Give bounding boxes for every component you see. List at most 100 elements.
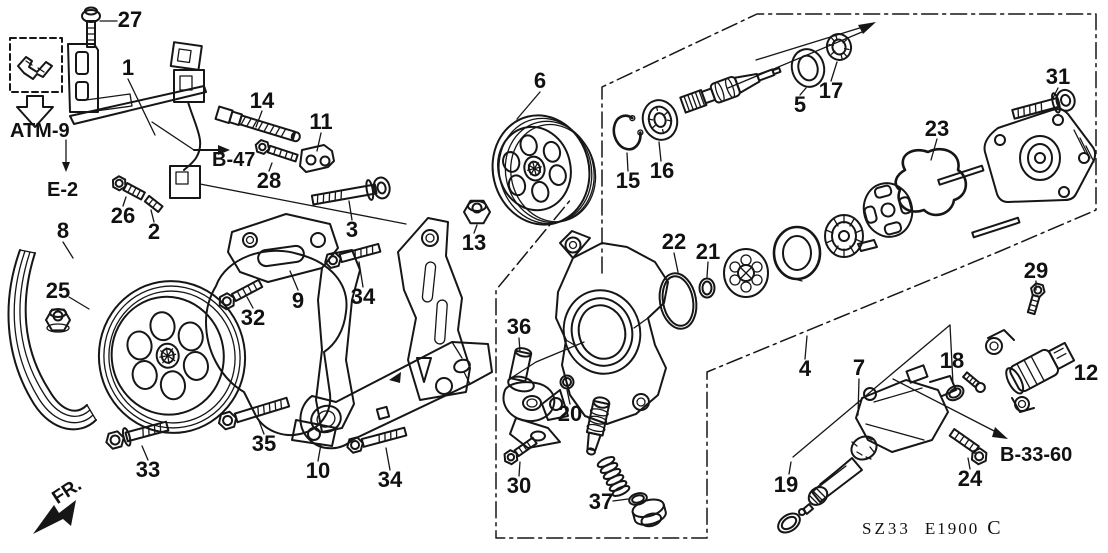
part-label-23: 23 [924, 116, 950, 141]
bolt-32 [217, 277, 264, 311]
pulley-6 [481, 104, 606, 235]
part-label-8: 8 [56, 218, 70, 243]
part-label-3: 3 [345, 217, 359, 242]
vane-rotor [825, 215, 863, 257]
bolt-35 [217, 395, 290, 431]
b47-arrow-icon [152, 122, 230, 155]
bolt-34-lower [346, 425, 408, 454]
leader-lines [63, 21, 1058, 501]
part-label-34: 34 [377, 467, 403, 492]
part-label-9: 9 [291, 288, 305, 313]
bolt-26 [110, 175, 146, 202]
bolt-33 [104, 417, 170, 451]
ref-code-atm-9: ATM-9 [10, 120, 70, 142]
harness-stay-1 [68, 44, 206, 124]
assembly-arrow-icon [728, 22, 876, 88]
side-bracket [389, 218, 470, 400]
ref-code-b-47: B-47 [212, 149, 256, 171]
part-label-10: 10 [305, 458, 331, 483]
part-label-33: 33 [135, 457, 161, 482]
speed-sensor-7 [799, 365, 956, 515]
o-ring-18 [944, 383, 966, 403]
part-label-29: 29 [1023, 258, 1049, 283]
valve-spring [596, 455, 630, 498]
nut-13 [464, 201, 490, 224]
part-label-25: 25 [45, 278, 71, 303]
part-label-28: 28 [256, 168, 282, 193]
o-ring-22 [655, 270, 700, 331]
inlet-joint-36 [504, 342, 584, 448]
part-label-16: 16 [649, 158, 675, 183]
e2-down-arrow-icon [62, 140, 70, 172]
part-label-19: 19 [773, 472, 799, 497]
bolt-3 [311, 176, 391, 210]
diagram-code: SZ33 E1900 C [862, 517, 1002, 540]
o-ring-20 [561, 376, 574, 389]
ref-code-e-2: E-2 [47, 179, 79, 201]
rotor-plate [724, 249, 768, 297]
fr-arrow-icon [33, 500, 76, 534]
vss-sensor-12 [986, 330, 1076, 412]
o-ring-19 [775, 510, 804, 537]
diagram-code-revision: C [987, 517, 1002, 539]
part-label-15: 15 [615, 168, 641, 193]
side-plate [858, 178, 918, 243]
mount-screw [962, 371, 987, 394]
part-label-7: 7 [852, 355, 866, 380]
diagram-code-model: SZ33 [862, 519, 911, 538]
bolt-31 [1011, 88, 1077, 125]
part-label-5: 5 [793, 92, 807, 117]
part-label-4: 4 [798, 356, 812, 381]
part-label-34: 34 [350, 284, 376, 309]
bolt-34-upper [323, 241, 381, 269]
nut-25 [46, 309, 70, 332]
part-label-22: 22 [661, 229, 687, 254]
bolt-29 [1024, 282, 1046, 315]
bolt-28 [254, 139, 299, 164]
part-label-6: 6 [533, 68, 547, 93]
part-label-18: 18 [939, 348, 965, 373]
valve-cap [631, 496, 669, 529]
bolt-27 [82, 8, 100, 48]
snap-ring-15 [610, 112, 646, 152]
part-label-12: 12 [1073, 360, 1099, 385]
part-label-36: 36 [506, 314, 532, 339]
o-ring-21 [700, 279, 715, 298]
rear-cover [985, 109, 1096, 202]
pump-housing [542, 231, 668, 424]
diagram-code-number: E1900 [924, 519, 980, 538]
pump-assembly [87, 214, 360, 446]
dowel-pin-upper [938, 166, 983, 185]
part-label-14: 14 [249, 88, 275, 113]
part-label-11: 11 [309, 109, 333, 134]
control-valve [582, 396, 612, 456]
part-label-1: 1 [121, 55, 135, 80]
part-label-31: 31 [1045, 64, 1071, 89]
part-label-30: 30 [506, 473, 532, 498]
harness-connector [170, 42, 406, 224]
part-label-17: 17 [818, 78, 844, 103]
part-label-27: 27 [117, 7, 143, 32]
dowel-pin-lower [972, 218, 1019, 238]
clip-reference-box [10, 38, 62, 92]
bearing-17 [824, 31, 854, 62]
atm9-block-arrow-icon [17, 96, 53, 127]
part-label-26: 26 [110, 203, 136, 228]
bolt-24 [946, 429, 991, 466]
part-label-13: 13 [461, 230, 487, 255]
part-label-32: 32 [240, 305, 266, 330]
stud-2 [145, 196, 163, 212]
bearing-16 [638, 96, 681, 143]
part-label-20: 20 [557, 401, 583, 426]
part-label-37: 37 [588, 489, 614, 514]
bracket-11 [300, 145, 334, 172]
ref-code-b-33-60: B-33-60 [1000, 444, 1073, 466]
part-label-24: 24 [957, 466, 983, 491]
part-label-35: 35 [251, 431, 277, 456]
part-label-2: 2 [147, 219, 161, 244]
assembly-boundary-line [496, 14, 1096, 538]
cam-ring [774, 227, 820, 281]
pump-shaft [680, 60, 784, 114]
